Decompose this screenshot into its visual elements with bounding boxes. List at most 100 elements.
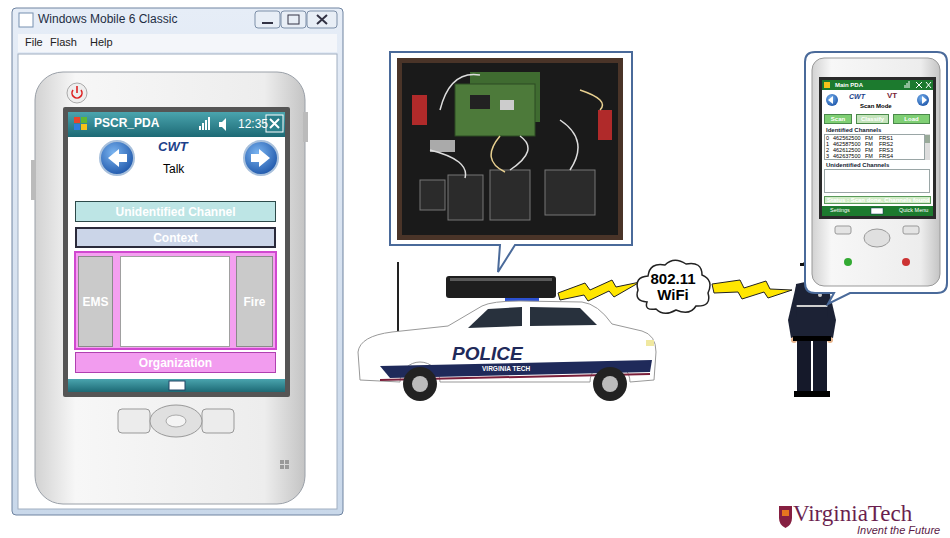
- lightning-bolt: [558, 280, 640, 301]
- pda-bezel: [819, 77, 936, 219]
- chip: [470, 95, 490, 109]
- forward-arrow: [922, 96, 927, 104]
- windows-flag: [824, 82, 830, 88]
- scrollbar: [925, 134, 930, 160]
- node-text: Fire: [243, 295, 265, 309]
- node-text: Context: [153, 231, 198, 245]
- d-pad-center: [166, 415, 186, 427]
- node-text: 802.11 WiFi: [646, 271, 700, 303]
- maximize-button: [281, 11, 306, 28]
- vt-shield: [779, 506, 792, 528]
- leg: [797, 341, 811, 393]
- pda-title-bar: [822, 80, 933, 90]
- cloud-shape: [637, 260, 710, 313]
- pda-screen: [822, 80, 933, 216]
- windows-flag: [81, 117, 87, 123]
- phone-body: [35, 72, 305, 504]
- menu-item: Help: [90, 37, 113, 48]
- node-text: Police: [157, 295, 192, 309]
- table-cell: 462637500: [833, 154, 861, 160]
- power-glyph: [72, 86, 82, 98]
- windows-flag: [74, 117, 80, 123]
- menu-item: File: [25, 37, 43, 48]
- menu-item: Flash: [50, 37, 77, 48]
- belt: [793, 336, 831, 341]
- context-box: Context: [75, 227, 276, 248]
- table-cell: FM: [865, 136, 873, 142]
- windows-logo: [285, 460, 289, 464]
- soft-key: [118, 409, 150, 433]
- maximize-glyph: [288, 15, 299, 24]
- table-cell: 462587500: [833, 142, 861, 148]
- node-text: Main PDA: [835, 82, 863, 88]
- end-key: [902, 258, 910, 266]
- leg: [813, 341, 827, 393]
- keyboard-icon: [169, 381, 185, 390]
- arm: [788, 286, 797, 338]
- headlight: [646, 340, 654, 346]
- windows-logo: [280, 465, 284, 469]
- organization-box: Organization: [75, 352, 276, 373]
- chip: [500, 100, 514, 110]
- node-text: Scan: [831, 116, 845, 122]
- app-button: Scan: [824, 114, 852, 124]
- table-cell: FRS1: [879, 136, 893, 142]
- enclosure: [402, 63, 618, 235]
- hub: [602, 376, 618, 392]
- pda-body: [812, 58, 940, 286]
- photo-callout: [390, 52, 632, 272]
- car-window: [530, 307, 597, 326]
- forward-button: [244, 141, 278, 175]
- antenna: [397, 262, 399, 334]
- power-button: [67, 83, 87, 103]
- soft-key: [202, 409, 234, 433]
- pda-menu-bar: [822, 206, 933, 216]
- windows-flag: [74, 124, 80, 130]
- table-cell: FM: [865, 154, 873, 160]
- minimize-button: [255, 11, 280, 28]
- hub: [412, 376, 428, 392]
- table-cell: FRS2: [879, 142, 893, 148]
- lightning-bolt: [712, 280, 792, 299]
- node-text: Organization: [139, 356, 212, 370]
- wiring: [430, 74, 578, 178]
- soft-key: [903, 226, 919, 234]
- logo-text: VT: [887, 92, 897, 100]
- brand-tagline: Invent the Future: [857, 525, 940, 536]
- shoe: [812, 391, 830, 397]
- pda-callout: [805, 52, 947, 304]
- minimize-glyph: [262, 22, 273, 24]
- table-cell: 462562500: [833, 136, 861, 142]
- table-cell: FRS3: [879, 148, 893, 154]
- keyboard-icon: [871, 208, 883, 214]
- app-button: Load: [893, 114, 930, 124]
- close-box: [266, 115, 283, 132]
- close-glyph: [270, 119, 279, 128]
- logo-text: CWT: [158, 140, 188, 153]
- d-pad: [150, 405, 202, 437]
- role-box: EMS: [78, 256, 113, 347]
- radio-module: [545, 170, 595, 215]
- app-screen: PSCR_PDAUnidentified ChannelContextEMSPo…: [68, 112, 285, 392]
- menu-item: Settings: [830, 208, 850, 214]
- vt-shield-mark: [782, 510, 789, 516]
- shoe: [794, 391, 812, 397]
- circuit-board: [455, 84, 535, 136]
- soft-key: [835, 226, 851, 234]
- node-text: Status : Scan done. Channels found: [827, 197, 930, 203]
- radio-box-highlight: [450, 278, 552, 281]
- node-text: Unidentified Channels: [826, 162, 889, 168]
- channel-list: Unidentified Channels: [824, 169, 930, 193]
- channel-box: Unidentified Channel: [75, 201, 276, 222]
- status-icons: [905, 81, 931, 88]
- table-cell: FM: [865, 148, 873, 154]
- back-arrow: [108, 149, 127, 167]
- menu-item: Quick Menu: [899, 208, 928, 214]
- table-cell: 3: [826, 154, 829, 160]
- back-button: [826, 94, 838, 106]
- wifi-cloud: 802.11 WiFi: [632, 256, 714, 318]
- bracket: [430, 140, 455, 152]
- speaker-icon: [219, 118, 226, 131]
- back-button: [100, 141, 134, 175]
